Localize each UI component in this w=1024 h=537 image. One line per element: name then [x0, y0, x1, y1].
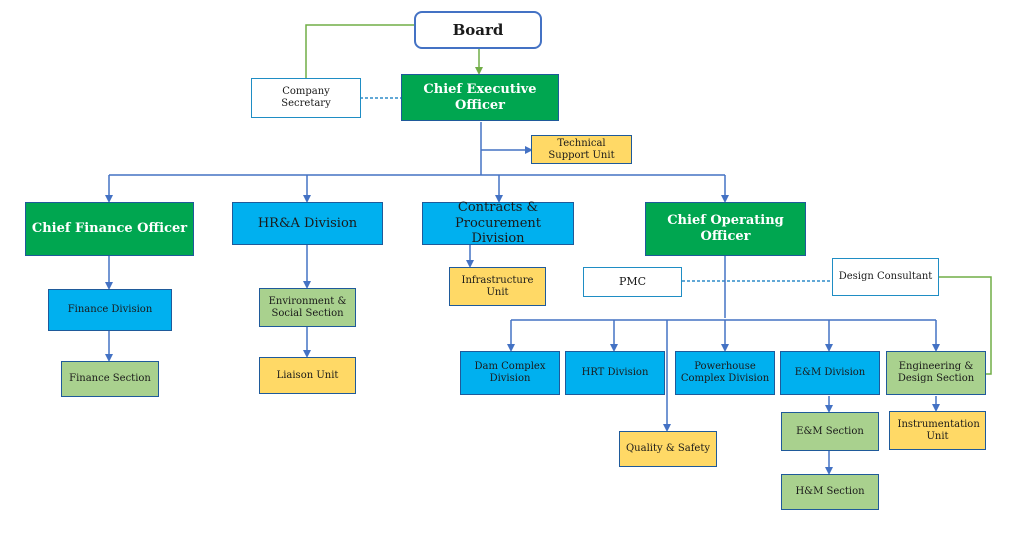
engineering-design-box: Engineering & Design Section — [886, 351, 986, 395]
em-division-box: E&M Division — [780, 351, 880, 395]
powerhouse-complex-label: Powerhouse Complex Division — [680, 361, 770, 384]
coo-label: Chief Operating Officer — [667, 213, 784, 244]
pmc-label: PMC — [618, 275, 647, 289]
hra-division-label: HR&A Division — [257, 215, 358, 231]
technical-support-label: Technical Support Unit — [548, 137, 615, 161]
coo-box: Chief Operating Officer — [645, 202, 806, 256]
em-section-box: E&M Section — [781, 412, 879, 451]
board-to-secretary-line — [305, 24, 414, 80]
hra-division-box: HR&A Division — [232, 202, 383, 245]
infrastructure-unit-label: Infrastructure Unit — [461, 274, 534, 298]
technical-support-box: Technical Support Unit — [531, 135, 632, 164]
liaison-unit-label: Liaison Unit — [276, 369, 339, 381]
instrumentation-unit-box: Instrumentation Unit — [889, 411, 986, 450]
design-consultant-label: Design Consultant — [838, 271, 933, 282]
design-consultant-box: Design Consultant — [832, 258, 939, 296]
ceo-label: Chief Executive Officer — [423, 81, 537, 113]
quality-safety-label: Quality & Safety — [625, 443, 711, 454]
company-secretary-label: Company Secretary — [281, 86, 331, 109]
engineering-design-label: Engineering & Design Section — [897, 361, 975, 384]
ceo-box: Chief Executive Officer — [401, 74, 559, 121]
em-division-label: E&M Division — [794, 367, 866, 378]
hm-section-label: H&M Section — [795, 486, 865, 497]
pmc-box: PMC — [583, 267, 682, 297]
liaison-unit-box: Liaison Unit — [259, 357, 356, 394]
environment-social-label: Environment & Social Section — [268, 295, 347, 319]
quality-safety-box: Quality & Safety — [619, 431, 717, 467]
dam-complex-box: Dam Complex Division — [460, 351, 560, 395]
finance-section-label: Finance Section — [69, 373, 151, 384]
hrt-division-box: HRT Division — [565, 351, 665, 395]
cfo-label: Chief Finance Officer — [31, 221, 188, 237]
finance-division-label: Finance Division — [67, 304, 153, 315]
finance-division-box: Finance Division — [48, 289, 172, 331]
powerhouse-complex-box: Powerhouse Complex Division — [675, 351, 775, 395]
company-secretary-box: Company Secretary — [251, 78, 361, 118]
finance-section-box: Finance Section — [61, 361, 159, 397]
hm-section-box: H&M Section — [781, 474, 879, 510]
dam-complex-label: Dam Complex Division — [474, 361, 546, 384]
contracts-procurement-box: Contracts & Procurement Division — [422, 200, 574, 247]
infrastructure-unit-box: Infrastructure Unit — [449, 267, 546, 306]
instrumentation-unit-label: Instrumentation Unit — [897, 418, 980, 442]
board-box: Board — [414, 11, 542, 49]
em-section-label: E&M Section — [796, 425, 864, 437]
cfo-box: Chief Finance Officer — [25, 202, 194, 256]
board-label: Board — [452, 21, 504, 39]
design-consultant-to-engineering-line — [939, 276, 992, 375]
contracts-procurement-label: Contracts & Procurement Division — [455, 200, 541, 247]
hrt-division-label: HRT Division — [581, 367, 649, 378]
environment-social-box: Environment & Social Section — [259, 288, 356, 327]
